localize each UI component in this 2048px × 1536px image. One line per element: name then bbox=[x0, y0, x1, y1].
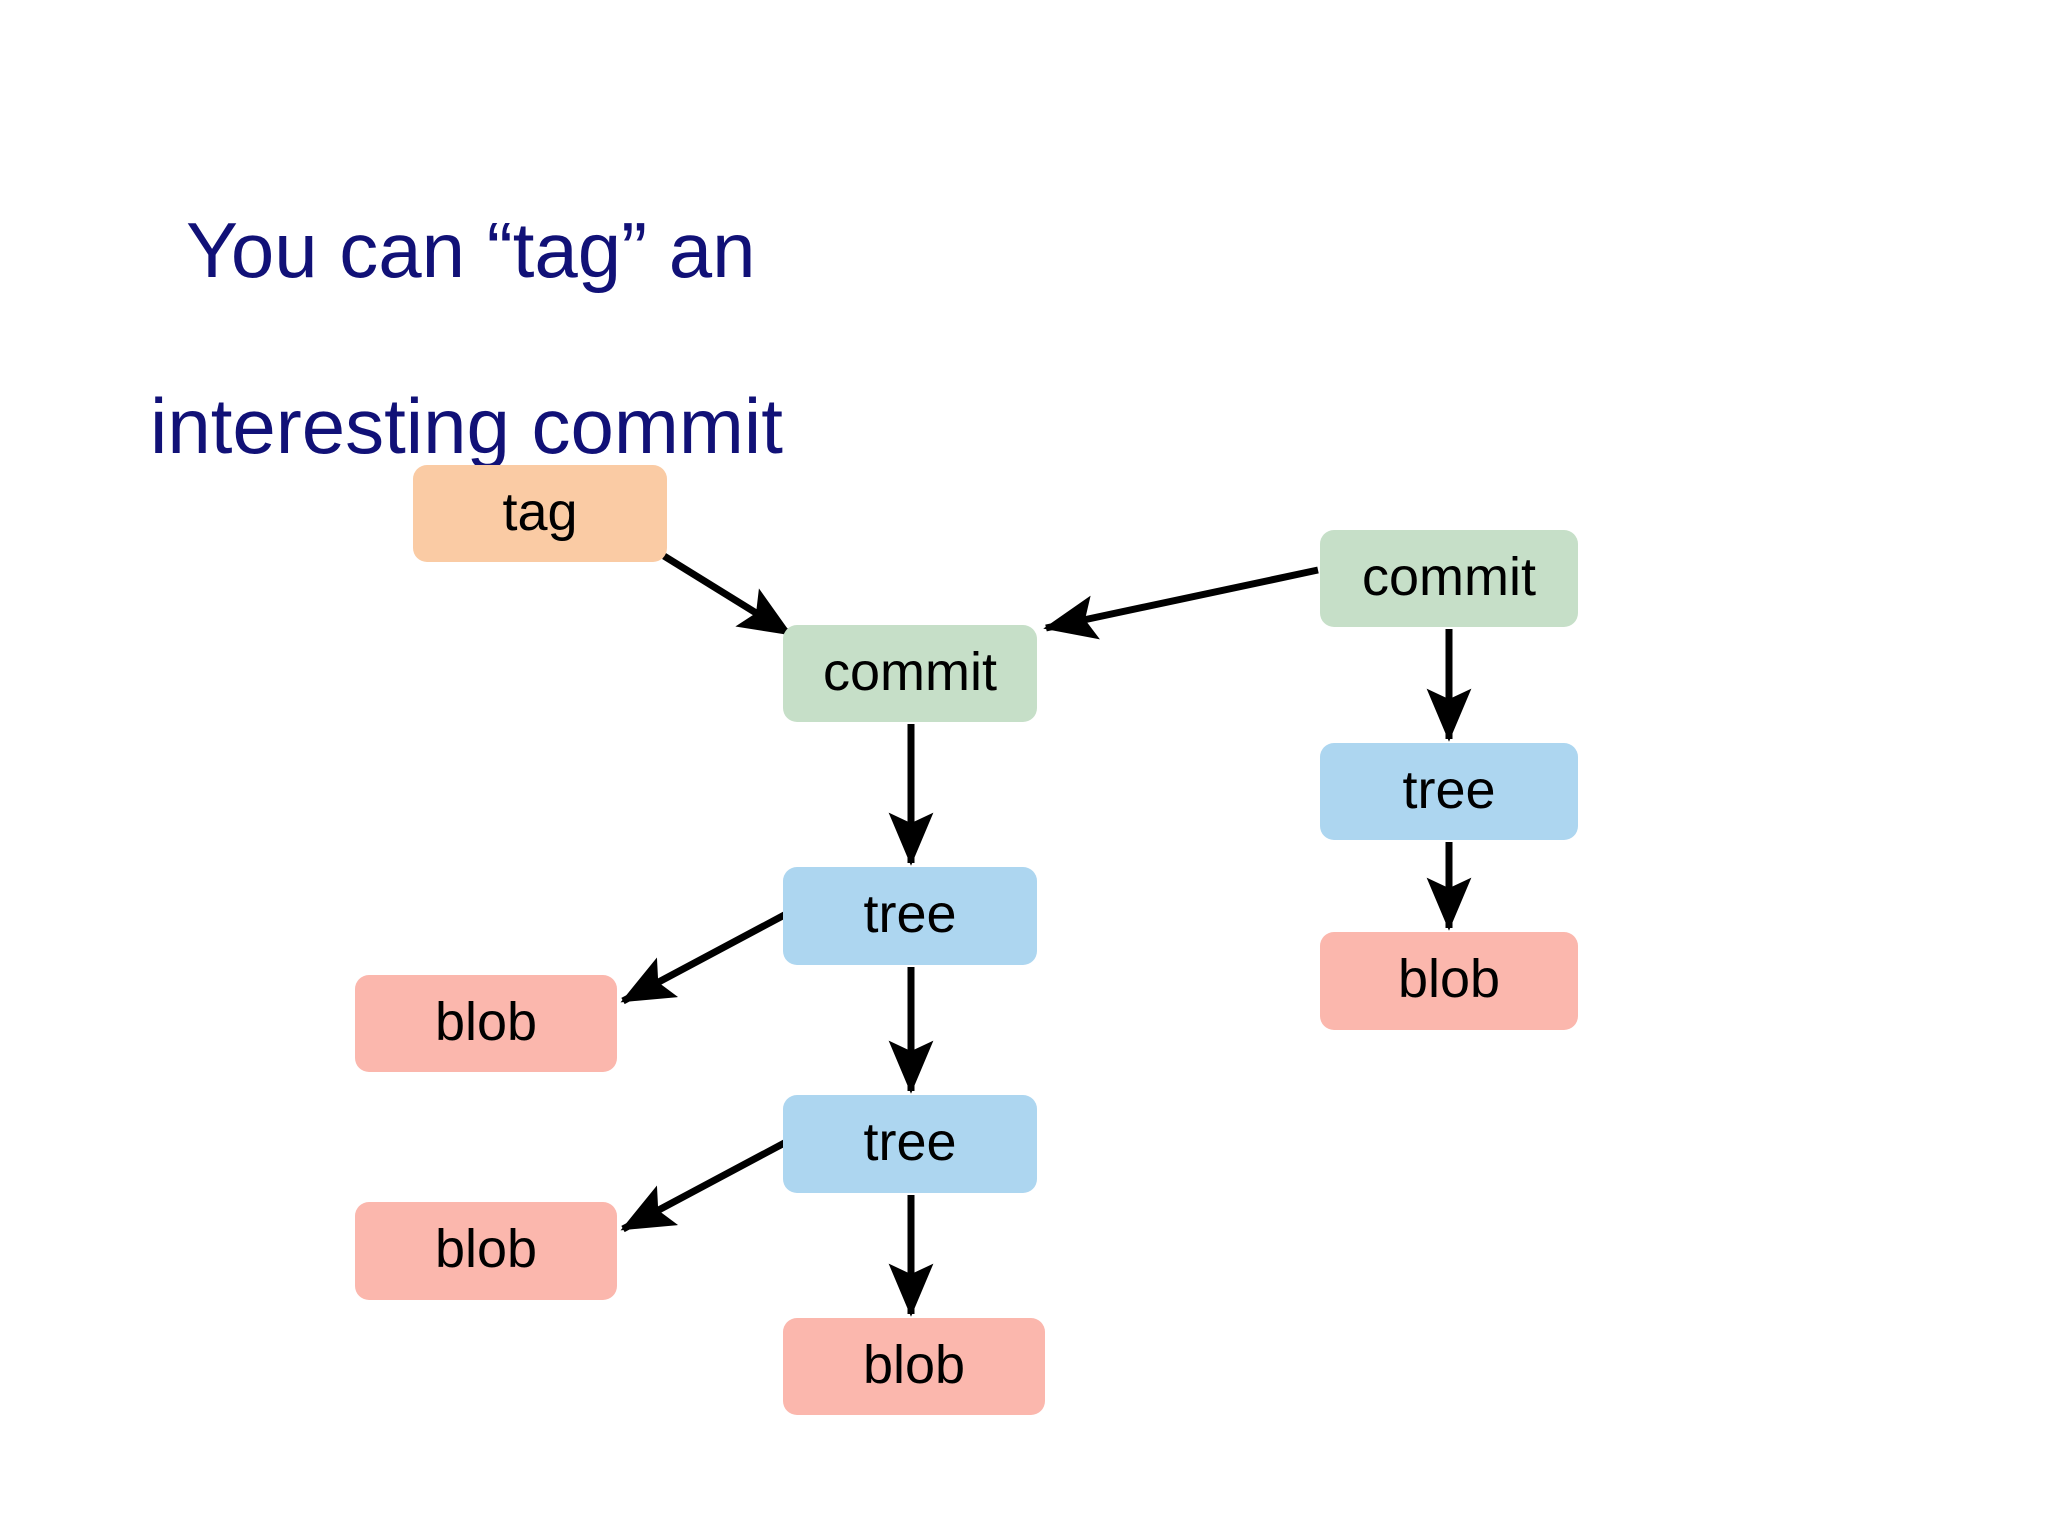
arrow-tag-to-commit bbox=[662, 553, 793, 637]
page-title-line-2: interesting commit bbox=[150, 382, 783, 471]
node-label-commit-right: commit bbox=[1362, 546, 1536, 607]
arrow-tree1-to-blob1 bbox=[620, 908, 792, 1005]
node-label-tag: tag bbox=[502, 481, 578, 542]
node-tree-left-2[interactable]: tree bbox=[783, 1095, 1037, 1193]
node-commit-right[interactable]: commit bbox=[1320, 530, 1578, 627]
page-title-line-1: You can “tag” an bbox=[186, 206, 756, 295]
node-tree-left-1[interactable]: tree bbox=[783, 867, 1037, 965]
page-title: You can “tag” an interesting commit bbox=[150, 118, 1250, 559]
node-label-blob-left-1: blob bbox=[434, 991, 538, 1052]
node-commit-left[interactable]: commit bbox=[783, 625, 1037, 722]
arrow-commit-right-to-commit bbox=[1043, 566, 1319, 640]
node-blob-left-1[interactable]: blob bbox=[355, 975, 617, 1072]
arrow-tree2-to-blob2 bbox=[620, 1136, 792, 1233]
node-label-blob-left-2: blob bbox=[434, 1219, 538, 1279]
node-label-tree-right: tree bbox=[1402, 759, 1496, 820]
node-label-tree-left-2: tree bbox=[863, 1112, 957, 1172]
node-label-commit-left: commit bbox=[823, 641, 997, 702]
node-tree-right[interactable]: tree bbox=[1320, 743, 1578, 840]
node-label-blob-bottom: blob bbox=[862, 1334, 966, 1395]
node-blob-right[interactable]: blob bbox=[1320, 932, 1578, 1030]
node-label-blob-right: blob bbox=[1397, 949, 1501, 1009]
node-tag[interactable]: tag bbox=[413, 465, 667, 562]
node-label-tree-left-1: tree bbox=[863, 884, 957, 944]
node-blob-left-2[interactable]: blob bbox=[355, 1202, 617, 1300]
node-blob-bottom[interactable]: blob bbox=[783, 1318, 1045, 1415]
